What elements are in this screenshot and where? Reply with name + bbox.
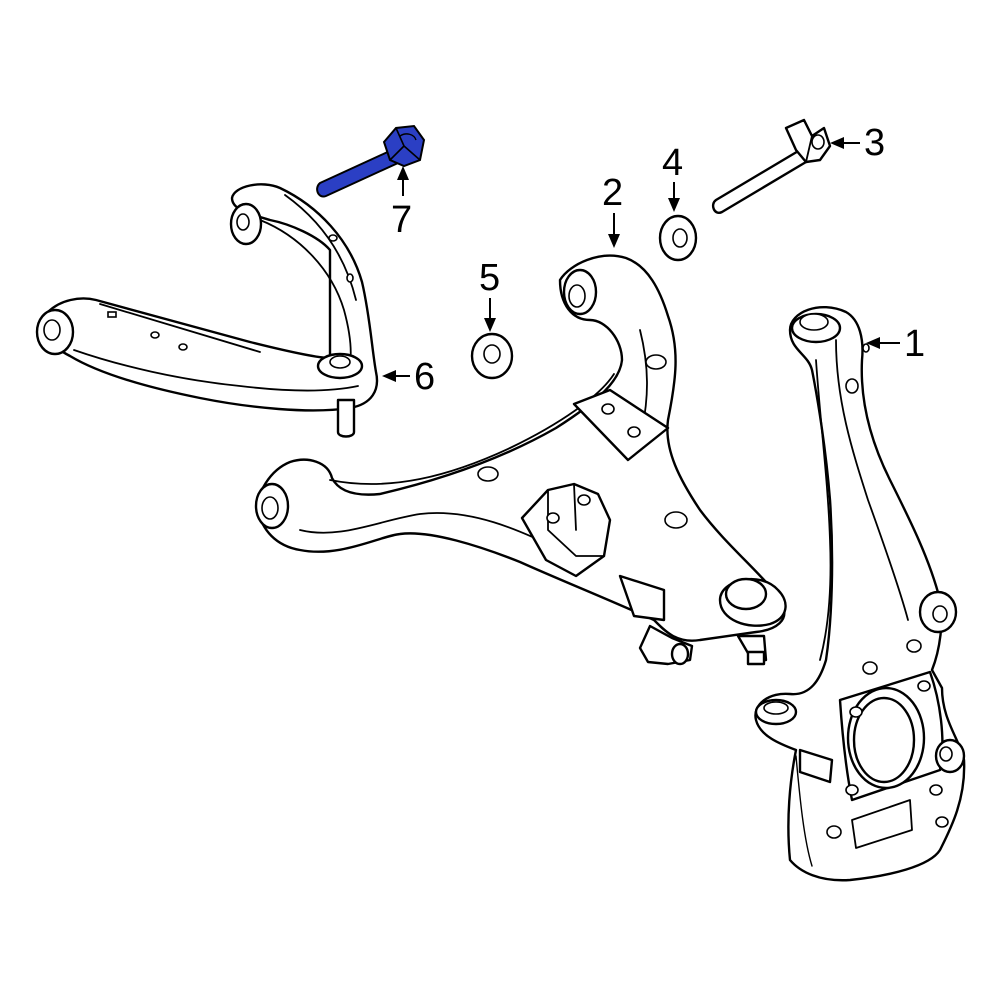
bolt-highlighted[interactable] bbox=[316, 124, 426, 198]
callout-label-2: 2 bbox=[602, 172, 623, 214]
washer-upper[interactable] bbox=[658, 214, 698, 262]
callout-arrow-3 bbox=[830, 137, 860, 149]
callout-label-1: 1 bbox=[904, 323, 925, 365]
callout-arrow-5 bbox=[484, 298, 496, 332]
callout-arrow-1 bbox=[866, 337, 900, 349]
callout-arrow-7 bbox=[397, 166, 409, 196]
long-bolt[interactable] bbox=[711, 118, 832, 214]
callout-label-5: 5 bbox=[479, 257, 500, 299]
callout-label-6: 6 bbox=[414, 356, 435, 398]
callout-arrow-2 bbox=[608, 213, 620, 248]
callout-label-7: 7 bbox=[391, 199, 412, 241]
callout-label-3: 3 bbox=[864, 122, 885, 164]
lower-control-arm[interactable] bbox=[254, 254, 787, 666]
upper-control-arm[interactable] bbox=[35, 183, 379, 438]
steering-knuckle[interactable] bbox=[754, 306, 966, 882]
callout-arrow-6 bbox=[382, 370, 410, 382]
washer-lower[interactable] bbox=[470, 332, 514, 380]
callout-arrow-4 bbox=[668, 182, 680, 212]
callout-label-4: 4 bbox=[662, 142, 683, 184]
